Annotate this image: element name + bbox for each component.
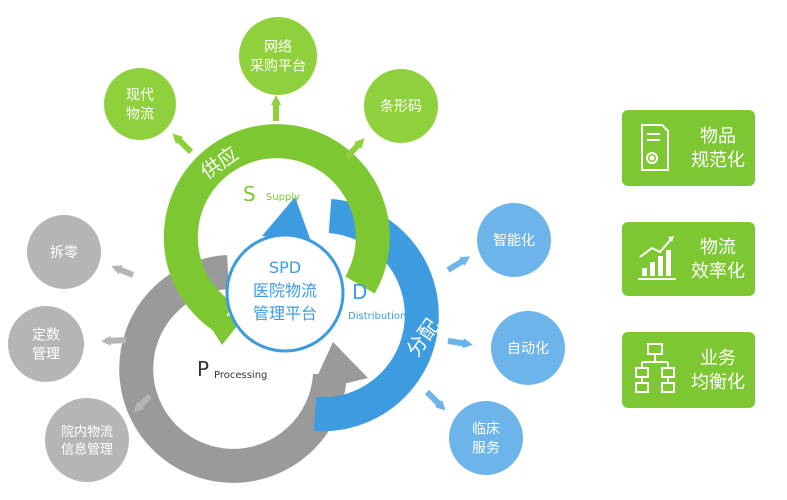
card-label: 业务 均衡化: [691, 348, 745, 393]
processing-node-fixed-quantity: [8, 306, 84, 382]
center-circle: [225, 233, 345, 353]
supply-node-label: 现代物流: [126, 88, 154, 123]
distribution-node-label: 智能化: [493, 233, 535, 249]
benefit-card-1: [622, 110, 755, 186]
processing-node-unpacking: [27, 215, 101, 289]
processing-cycle: [119, 255, 368, 483]
card-label: 物品 规范化: [691, 126, 745, 171]
processing-ring-arrowhead: [310, 342, 368, 392]
distribution-node-intelligent: [477, 203, 551, 277]
benefit-card-3: [622, 332, 755, 408]
card-background: [622, 222, 755, 296]
supply-ring: [163, 124, 390, 333]
arrow-to-automated: [447, 338, 473, 349]
arrow-to-modern-logistics: [172, 133, 194, 155]
arrow-to-unpacking: [111, 265, 135, 278]
arrow-to-intelligent: [446, 256, 471, 273]
processing-node-group: 拆零 定数管理 院内物流信息管理: [8, 215, 153, 482]
distribution-node-clinical-service: [449, 401, 523, 475]
arrow-to-clinical-service: [424, 389, 446, 411]
card-label: 物流 效率化: [691, 237, 745, 282]
processing-vertical-label: 加工: [182, 392, 228, 428]
card-background: [622, 110, 755, 186]
center-line2: 医院物流: [253, 281, 317, 300]
distribution-word: Distribution: [348, 311, 406, 322]
org-chart-icon: [635, 343, 675, 393]
supply-node-label: 网络采购平台: [250, 39, 306, 74]
processing-node-label: 定数管理: [32, 327, 60, 362]
distribution-node-label: 临床服务: [472, 421, 500, 456]
center-platform: SPD 医院物流 管理平台: [225, 233, 345, 353]
supply-node-modern-logistics: [104, 68, 176, 140]
supply-node-label: 条形码: [380, 98, 422, 115]
arrow-to-info-management: [133, 393, 153, 413]
bar-chart-growth-icon: [638, 236, 676, 280]
processing-node-label: 拆零: [50, 245, 78, 261]
distribution-node-group: 智能化 自动化 临床服务: [424, 203, 565, 475]
arrow-to-fixed-quantity: [101, 335, 127, 346]
supply-node-group: 现代物流 网络采购平台 条形码: [104, 17, 438, 160]
distribution-ring-arrowhead: [262, 197, 312, 244]
arrow-to-barcode: [344, 138, 365, 160]
processing-word: Processing: [214, 370, 267, 381]
supply-node-online-procurement: [239, 17, 317, 95]
distribution-node-automated: [491, 311, 565, 385]
supply-word: Supply: [266, 192, 300, 203]
processing-node-info-management: [45, 398, 129, 482]
center-line3: 管理平台: [253, 304, 317, 323]
card-background: [622, 332, 755, 408]
processing-letter: P: [197, 357, 209, 381]
distribution-letter: D: [352, 280, 367, 304]
center-line1: SPD: [269, 258, 301, 277]
supply-node-barcode: [364, 69, 438, 143]
distribution-node-label: 自动化: [507, 341, 549, 357]
processing-node-label: 院内物流信息管理: [61, 424, 113, 458]
processing-ring: [119, 255, 347, 483]
document-gear-icon: [641, 124, 669, 171]
benefit-card-2: [622, 222, 755, 296]
supply-letter: S: [243, 182, 256, 206]
